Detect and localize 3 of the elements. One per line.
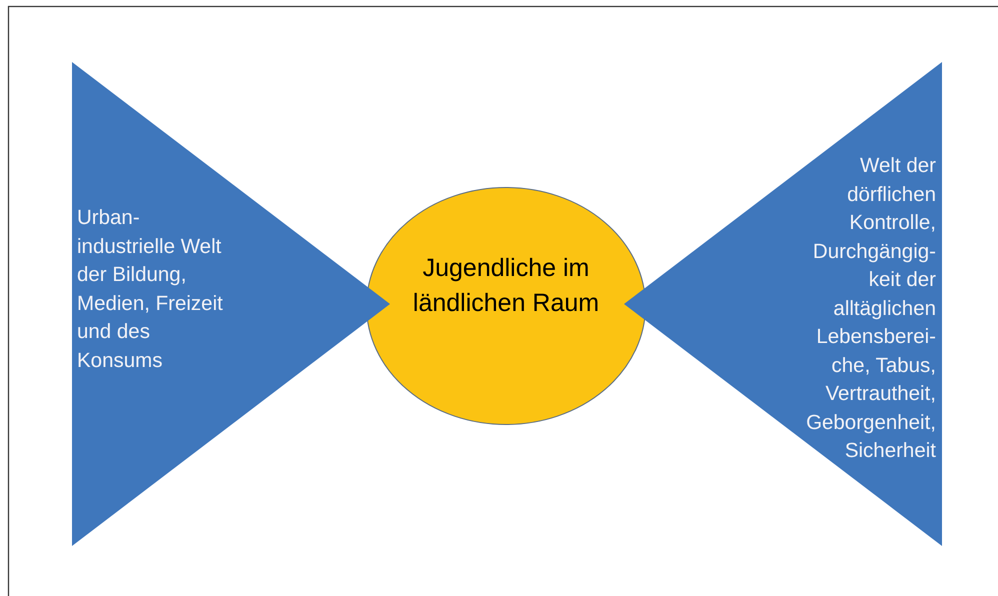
- node-text: Welt der dörflichen Kontrolle, Durchgängig- keit der alltäglichen Lebensberei- che, Tabus, Vertrautheit, Geborgenheit, Sicherheit: [805, 153, 936, 464]
- node-text: Jugendliche im ländlichen Raum: [412, 253, 600, 319]
- node-text: Urban- industrielle Welt der Bildung, Medien, Freizeit und des Konsums: [77, 205, 224, 374]
